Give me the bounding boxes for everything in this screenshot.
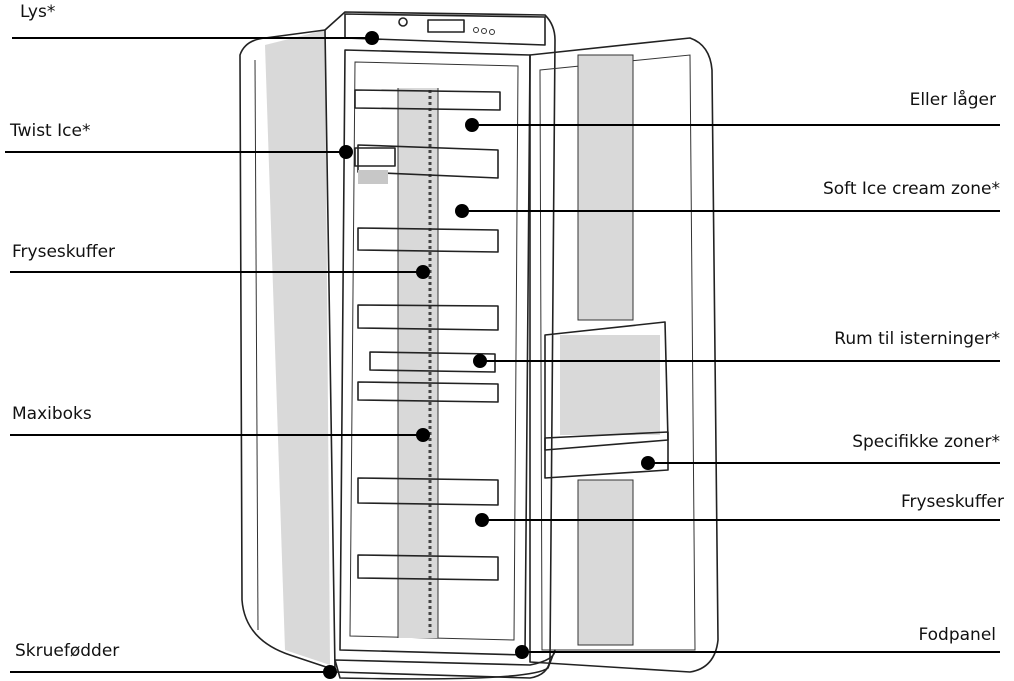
dot-specifikke-zoner bbox=[641, 456, 655, 470]
label-fryseskuffer-right: Fryseskuffer bbox=[900, 492, 1004, 512]
label-eller-lager: Eller låger bbox=[909, 90, 996, 110]
cabinet-side-shading bbox=[265, 30, 330, 665]
label-rum-isterninger: Rum til isterninger* bbox=[834, 329, 1000, 349]
dot-fodpanel bbox=[515, 645, 529, 659]
label-fodpanel: Fodpanel bbox=[918, 625, 996, 645]
dot-twist-ice bbox=[339, 145, 353, 159]
door-ice-compartment-shading bbox=[560, 335, 660, 435]
dot-soft-ice bbox=[455, 204, 469, 218]
dot-lys bbox=[365, 31, 379, 45]
drawer-4-front bbox=[357, 304, 499, 331]
interior-liner bbox=[349, 61, 519, 641]
label-specifikke-zoner: Specifikke zoner* bbox=[852, 432, 1000, 452]
dot-fryseskuffer-right bbox=[475, 513, 489, 527]
control-knob bbox=[398, 17, 408, 27]
cabinet-edge-line bbox=[254, 59, 259, 631]
door-panel-upper-outline bbox=[577, 54, 634, 321]
cabinet-side bbox=[239, 29, 336, 671]
label-twist-ice: Twist Ice* bbox=[10, 121, 91, 141]
drawer-1-front bbox=[354, 89, 501, 111]
door-panel-lower-outline bbox=[577, 479, 634, 646]
label-fryseskuffer-left: Fryseskuffer bbox=[12, 242, 116, 262]
drawer-6-front bbox=[357, 477, 499, 506]
label-skruefodder: Skruefødder bbox=[15, 641, 120, 661]
ice-tray bbox=[369, 351, 496, 373]
door-panel-upper bbox=[578, 55, 633, 320]
cabinet-front-frame bbox=[324, 11, 556, 679]
dot-fryseskuffer-left bbox=[416, 265, 430, 279]
twist-ice-shadow bbox=[358, 170, 388, 184]
door-inner-frame bbox=[539, 54, 696, 651]
drawer-7-front bbox=[357, 554, 499, 581]
door-specific-zone-shelf bbox=[544, 431, 669, 479]
control-button bbox=[489, 29, 495, 35]
door-panel-lower bbox=[578, 480, 633, 645]
control-display bbox=[427, 19, 465, 33]
control-panel bbox=[344, 13, 546, 46]
label-soft-ice: Soft Ice cream zone* bbox=[822, 179, 1000, 199]
label-maxiboks: Maxiboks bbox=[12, 404, 92, 424]
control-button bbox=[481, 28, 487, 34]
base-plinth bbox=[334, 649, 556, 680]
dot-skruefodder bbox=[323, 665, 337, 679]
drawer-2-front bbox=[357, 144, 499, 179]
drawer-3-front bbox=[357, 227, 499, 253]
dot-eller-lager bbox=[465, 118, 479, 132]
drawer-5-front bbox=[357, 381, 499, 403]
twist-ice-box bbox=[354, 147, 396, 167]
dot-maxiboks bbox=[416, 428, 430, 442]
label-lys: Lys* bbox=[20, 2, 56, 22]
control-button bbox=[473, 27, 479, 33]
dot-rum-isterninger bbox=[473, 354, 487, 368]
door-outer bbox=[529, 37, 719, 673]
